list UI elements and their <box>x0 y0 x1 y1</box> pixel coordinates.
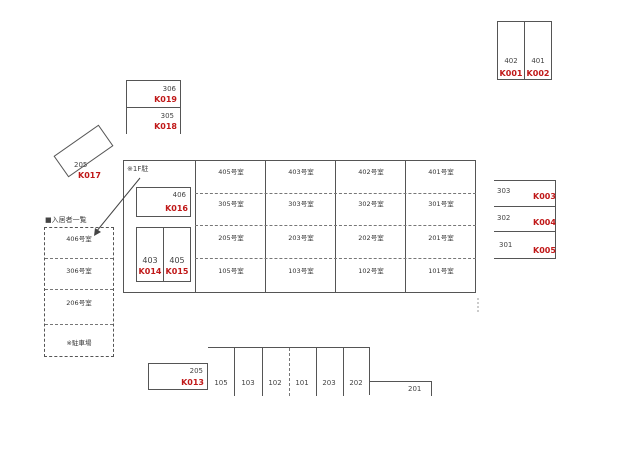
stall-room-number: 202 <box>349 379 363 387</box>
space-code: K019 <box>154 95 177 104</box>
right-space-line <box>494 258 556 259</box>
parking-area-divider <box>195 161 196 292</box>
room-label: 302号室 <box>358 200 384 208</box>
room-label: 301号室 <box>428 200 454 208</box>
room-label: 405号室 <box>218 168 244 176</box>
list-item: 406号室 <box>66 235 92 243</box>
stall-divider <box>316 348 317 396</box>
stall-room-number: 105 <box>214 379 228 387</box>
parking-space-k002: 401 K002 <box>524 21 552 80</box>
room-label: 101号室 <box>428 267 454 275</box>
room-label: 305号室 <box>218 200 244 208</box>
floor-note: ※1F駐 <box>127 165 149 173</box>
parking-space-201: 201 <box>370 381 432 396</box>
space-code: K016 <box>165 204 188 213</box>
resident-list-title: ■入居者一覧 <box>45 216 87 224</box>
list-item: 306号室 <box>66 267 92 275</box>
stall-divider <box>343 348 344 396</box>
space-code: K015 <box>165 267 189 276</box>
room-label: 402号室 <box>358 168 384 176</box>
room-number: 302 <box>497 214 511 222</box>
room-label: 103号室 <box>288 267 314 275</box>
space-code: K003 <box>533 192 556 201</box>
space-code: K004 <box>533 218 556 227</box>
parking-space-k014: 403 K014 <box>136 227 164 282</box>
parking-space-k016: 406 K016 <box>136 187 191 217</box>
room-number: 305 <box>160 112 174 120</box>
room-label: 202号室 <box>358 234 384 242</box>
list-divider <box>45 289 113 290</box>
room-label: 403号室 <box>288 168 314 176</box>
space-code: K002 <box>526 69 550 78</box>
list-item: ※駐車場 <box>66 339 92 347</box>
room-number: 406 <box>172 191 186 199</box>
room-number: 405 <box>169 256 185 265</box>
list-item: 206号室 <box>66 299 92 307</box>
stall-divider <box>289 348 290 396</box>
stall-room-number: 203 <box>322 379 336 387</box>
room-number: 303 <box>497 187 511 195</box>
stall-room-number: 103 <box>241 379 255 387</box>
row-divider <box>195 193 476 194</box>
room-number: 306 <box>162 85 176 93</box>
stall-divider <box>262 348 263 396</box>
space-code: K017 <box>78 171 101 180</box>
space-code: K005 <box>533 246 556 255</box>
right-space-line <box>555 180 556 258</box>
room-label: 102号室 <box>358 267 384 275</box>
stall-divider <box>234 348 235 396</box>
room-number: 201 <box>408 385 422 393</box>
room-label: 203号室 <box>288 234 314 242</box>
space-code: K001 <box>499 69 523 78</box>
row-divider <box>195 225 476 226</box>
room-number: 301 <box>499 241 513 249</box>
right-space-line <box>494 180 556 181</box>
resident-list <box>44 227 114 357</box>
row-divider <box>195 258 476 259</box>
room-number: 402 <box>504 57 518 65</box>
parking-space-k015: 405 K015 <box>163 227 191 282</box>
room-divider <box>335 161 336 292</box>
room-number: 205 <box>74 161 88 169</box>
parking-space-k013: 205 K013 <box>148 363 208 390</box>
stall-room-number: 102 <box>268 379 282 387</box>
space-code: K013 <box>181 378 204 387</box>
stall-room-number: 101 <box>295 379 309 387</box>
right-space-line <box>494 206 556 207</box>
right-space-line <box>494 231 556 232</box>
list-divider <box>45 258 113 259</box>
space-code: K018 <box>154 122 177 131</box>
parking-space-k018: 305 K018 <box>126 107 181 134</box>
parking-space-k019: 306 K019 <box>126 80 181 107</box>
room-label: 205号室 <box>218 234 244 242</box>
room-number: 205 <box>189 367 203 375</box>
room-label: 105号室 <box>218 267 244 275</box>
room-number: 403 <box>142 256 158 265</box>
list-divider <box>45 324 113 325</box>
room-label: 303号室 <box>288 200 314 208</box>
crop-mask <box>0 396 640 452</box>
space-code: K014 <box>138 267 162 276</box>
room-divider <box>265 161 266 292</box>
room-number: 401 <box>531 57 545 65</box>
room-label: 401号室 <box>428 168 454 176</box>
room-divider <box>405 161 406 292</box>
bottom-stall-row <box>208 347 370 396</box>
parking-space-k001: 402 K001 <box>497 21 525 80</box>
room-label: 201号室 <box>428 234 454 242</box>
